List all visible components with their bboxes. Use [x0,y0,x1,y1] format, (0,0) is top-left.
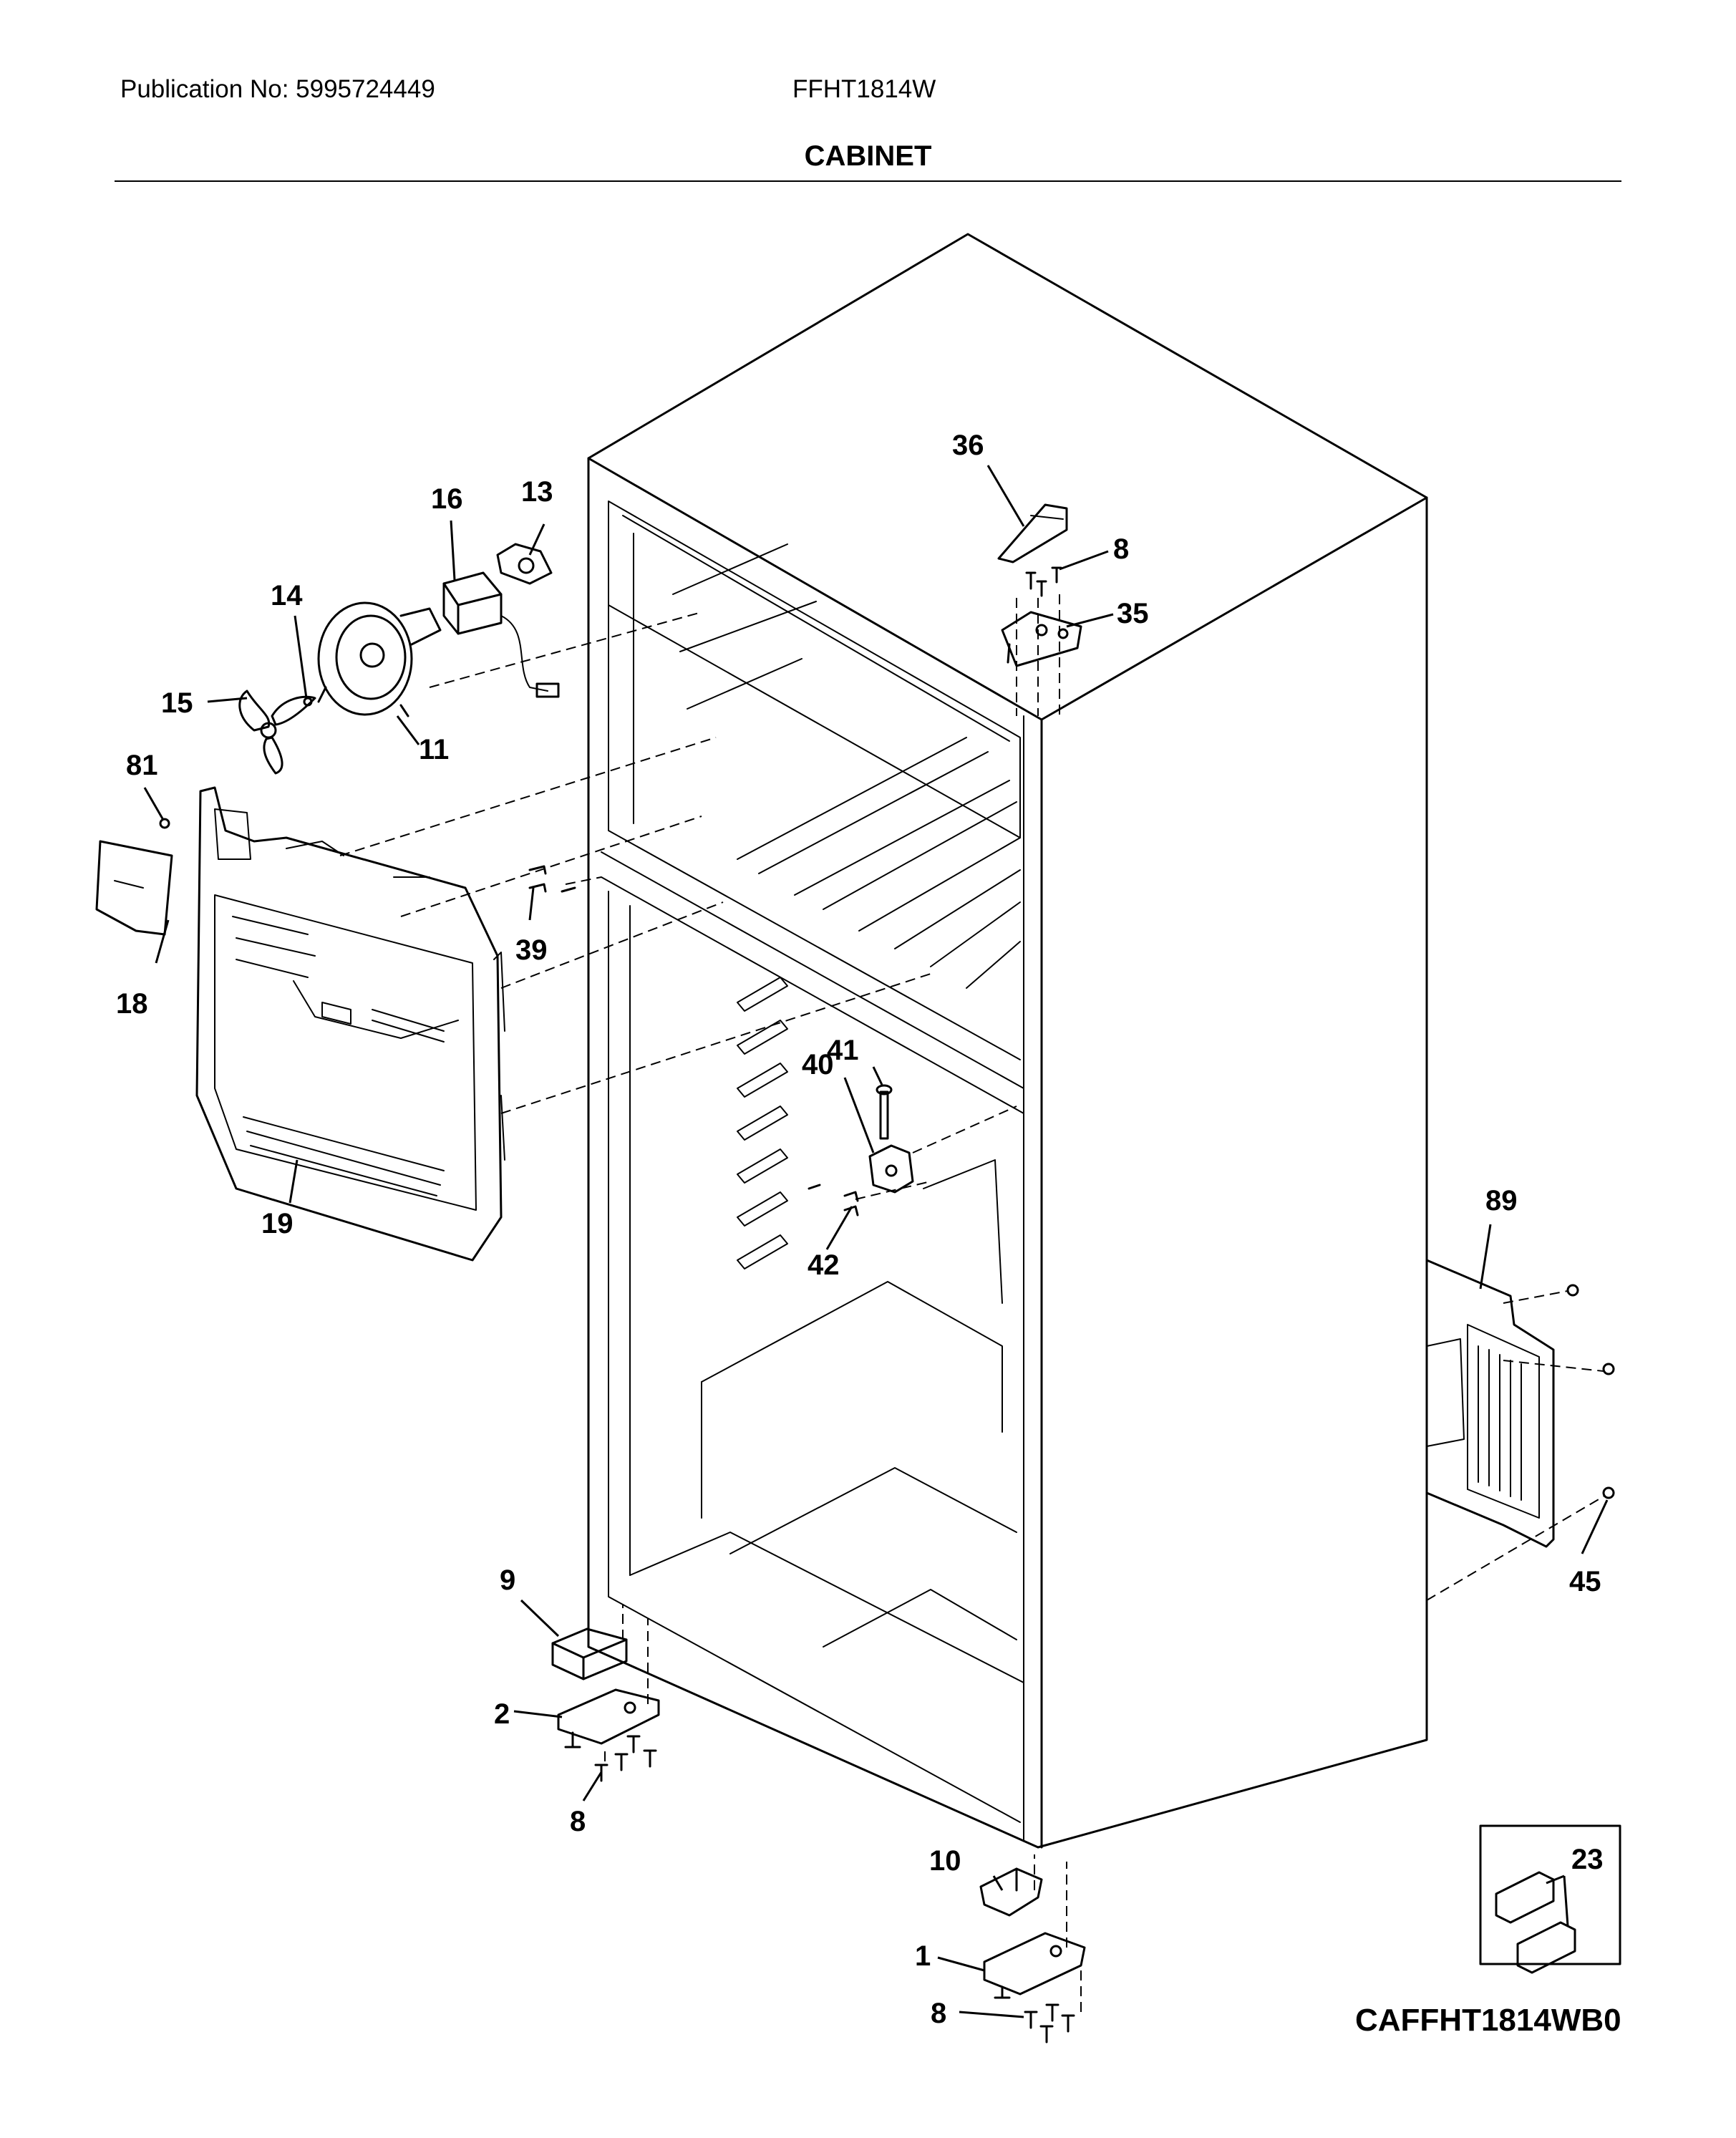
fan-shroud [317,601,442,717]
bottom-hinge-left [557,1688,660,1748]
fan-blade [238,690,316,775]
callout-81: 81 [126,750,158,781]
callout-14: 14 [271,580,303,611]
callout-39: 39 [515,934,548,966]
callout-18: 18 [116,988,148,1020]
callout-8: 8 [931,1998,946,2029]
callout-1: 1 [915,1940,931,1972]
callout-23: 23 [1571,1844,1604,1875]
callout-36: 36 [952,430,984,461]
callout-10: 10 [929,1845,961,1877]
callout-2: 2 [494,1698,510,1730]
callout-9: 9 [500,1564,515,1596]
callout-40: 40 [802,1049,834,1080]
top-hinge [1001,611,1082,667]
center-hinge [808,1084,914,1216]
machine-compartment-cover [1425,1259,1615,1548]
screws-8-right [1024,2003,1075,2043]
diagram-code: CAFFHT1814WB0 [1355,2003,1621,2038]
cabinet-body [587,233,1428,1849]
callout-16: 16 [431,483,463,515]
leader-lines [143,465,1609,2018]
callouts: 36 8 35 16 13 14 15 11 81 18 39 41 40 42… [116,430,1604,2029]
callout-19: 19 [261,1208,294,1239]
control-cover [95,840,173,936]
callout-89: 89 [1485,1185,1518,1216]
bottom-hinge-cover [551,1627,628,1680]
hinge-screws-top [1025,566,1062,597]
callout-41: 41 [827,1035,859,1066]
publication-number: Publication No: 5995724449 [120,75,435,103]
fan-motor [442,571,560,698]
door-stop [979,1867,1043,1917]
callout-15: 15 [161,687,193,719]
assembly-lines [339,594,1604,2012]
evaporator-cover [195,786,505,1262]
callout-45: 45 [1569,1566,1601,1597]
inset-box [1479,1824,1621,1974]
callout-35: 35 [1117,598,1149,629]
bottom-hinge-right [983,1932,1086,1999]
section-title: CABINET [804,140,932,172]
callout-8: 8 [570,1806,586,1837]
fan-motor-bracket [496,543,553,585]
callout-42: 42 [808,1249,840,1281]
callout-11: 11 [419,734,449,765]
fan-screw [303,697,313,707]
header-rule [115,180,1621,182]
screw-81 [159,818,170,829]
model-number: FFHT1814W [792,75,936,103]
top-hinge-cover [997,503,1068,563]
clips-39 [528,865,576,893]
callout-13: 13 [521,476,553,508]
callout-8: 8 [1113,533,1129,565]
